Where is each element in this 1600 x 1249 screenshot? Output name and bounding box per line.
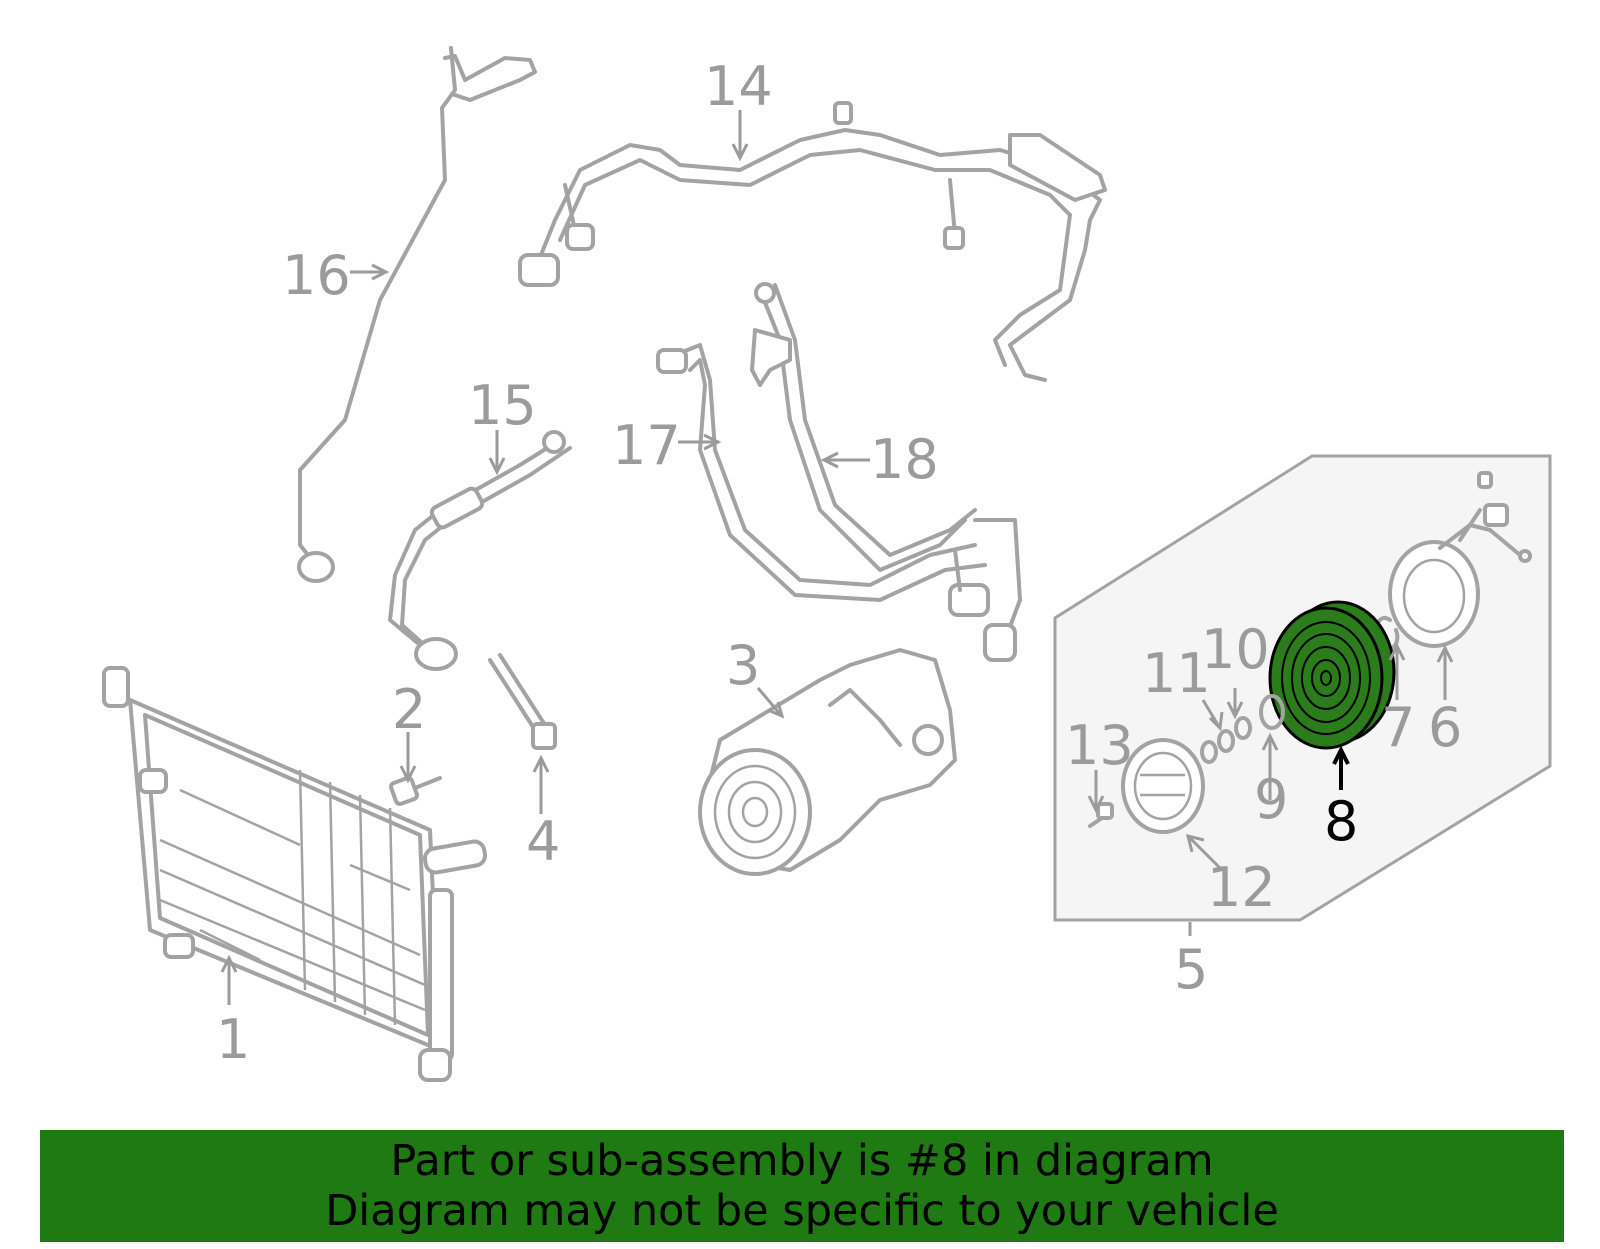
callout-11: 11 [1142,642,1211,705]
part-16-pipe[interactable] [297,46,537,583]
callout-16: 16 [282,244,351,307]
callout-12: 12 [1207,856,1276,919]
banner-line-1: Part or sub-assembly is #8 in diagram [390,1136,1214,1186]
callout-17: 17 [612,414,681,477]
part-3-compressor[interactable] [698,648,957,876]
callout-10: 10 [1201,618,1270,681]
callout-9: 9 [1254,768,1288,831]
banner-line-2: Diagram may not be specific to your vehi… [325,1186,1279,1236]
callout-18: 18 [870,428,939,491]
part-15-pipe[interactable] [388,430,572,671]
part-4-bolt[interactable] [488,653,557,750]
part-11-shim[interactable] [1200,729,1235,764]
part-13-bolt[interactable] [1088,802,1114,828]
callout-5: 5 [1174,938,1208,1001]
callout-6: 6 [1428,696,1462,759]
part-9-snap-ring[interactable] [1259,694,1285,730]
part-1-condenser[interactable] [102,666,488,1082]
part-17-hose[interactable] [656,343,1022,662]
part-8-pulley[interactable] [1268,600,1396,750]
callout-4: 4 [526,810,560,873]
callout-1: 1 [216,1008,250,1071]
part-18-hose[interactable] [750,282,990,617]
callout-13: 13 [1065,714,1134,777]
leader-8-highlight [1332,745,1350,790]
callout-8: 8 [1324,790,1358,853]
callout-7: 7 [1381,696,1415,759]
callout-3: 3 [726,634,760,697]
callout-15: 15 [468,374,537,437]
callout-14: 14 [704,55,773,118]
part-12-hub[interactable] [1121,738,1205,834]
part-14-hose[interactable] [518,101,1107,382]
notice-banner: Part or sub-assembly is #8 in diagram Di… [40,1130,1564,1242]
leader-lines [220,110,1454,1005]
part-10-shim[interactable] [1234,716,1252,740]
part-6-coil[interactable] [1388,471,1532,648]
callout-2: 2 [392,678,426,741]
part-2-bolt[interactable] [389,776,442,806]
